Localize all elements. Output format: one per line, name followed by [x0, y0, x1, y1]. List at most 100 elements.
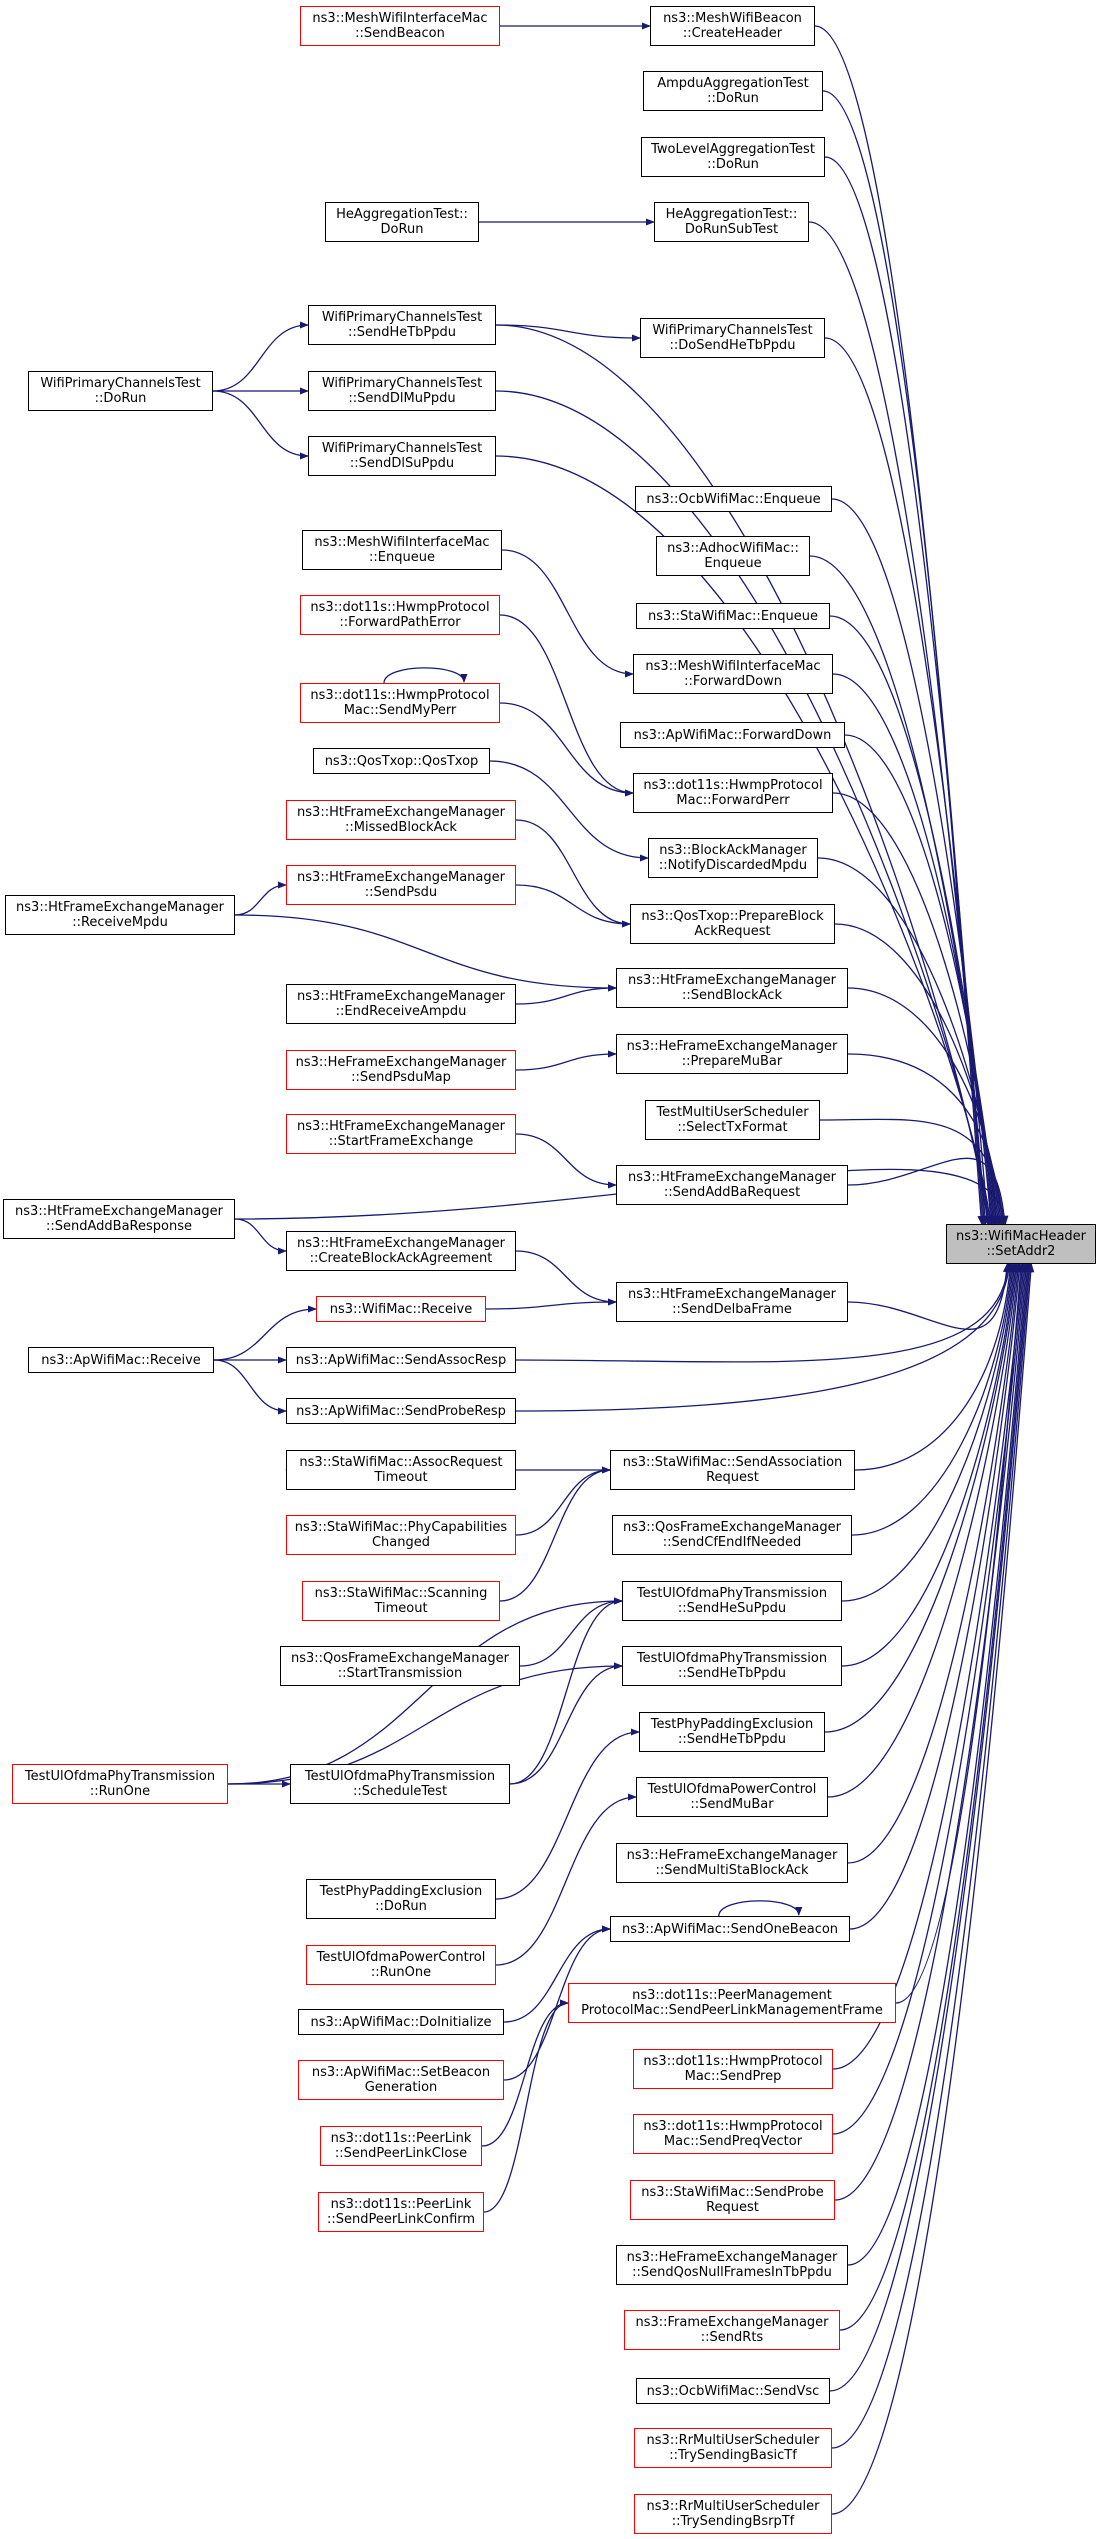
- node-rr-try-sending-bsrp-tf[interactable]: ns3::RrMultiUserScheduler::TrySendingBsr…: [634, 2494, 832, 2534]
- node-tppe-do-run[interactable]: TestPhyPaddingExclusion::DoRun: [306, 1879, 496, 1919]
- node-label: Mac::SendPrep: [684, 2069, 782, 2084]
- node-ap-send-one-beacon[interactable]: ns3::ApWifiMac::SendOneBeacon: [610, 1916, 850, 1942]
- node-label: ::RunOne: [370, 1965, 432, 1980]
- node-tuopc-send-mu-bar[interactable]: TestUlOfdmaPowerControl::SendMuBar: [636, 1777, 828, 1817]
- node-mesh-forward-down[interactable]: ns3::MeshWifiInterfaceMac::ForwardDown: [633, 654, 833, 694]
- node-ocb-enqueue[interactable]: ns3::OcbWifiMac::Enqueue: [635, 486, 832, 512]
- node-ht-start-frame-exchange[interactable]: ns3::HtFrameExchangeManager::StartFrameE…: [286, 1114, 516, 1154]
- node-tuop-send-he-su-ppdu[interactable]: TestUlOfdmaPhyTransmission::SendHeSuPpdu: [622, 1581, 842, 1621]
- node-he-agg-do-run-sub-test[interactable]: HeAggregationTest::DoRunSubTest: [654, 202, 809, 242]
- node-ocb-send-vsc[interactable]: ns3::OcbWifiMac::SendVsc: [636, 2378, 830, 2404]
- node-tuop-send-he-tb-ppdu[interactable]: TestUlOfdmaPhyTransmission::SendHeTbPpdu: [622, 1646, 842, 1686]
- node-label: ns3::WifiMacHeader: [955, 1229, 1087, 1244]
- node-ap-receive[interactable]: ns3::ApWifiMac::Receive: [28, 1347, 214, 1373]
- node-label: ns3::QosFrameExchangeManager: [622, 1520, 841, 1535]
- node-mesh-send-beacon[interactable]: ns3::MeshWifiInterfaceMac::SendBeacon: [300, 6, 500, 46]
- node-ht-receive-mpdu[interactable]: ns3::HtFrameExchangeManager::ReceiveMpdu: [5, 895, 235, 935]
- edge-hwmp-send-my-perr-to-hwmp-send-my-perr: [383, 667, 468, 684]
- node-tuop-run-one[interactable]: TestUlOfdmaPhyTransmission::RunOne: [12, 1764, 228, 1804]
- node-label: ns3::OcbWifiMac::Enqueue: [646, 491, 821, 507]
- node-ht-end-receive-ampdu[interactable]: ns3::HtFrameExchangeManager::EndReceiveA…: [286, 984, 516, 1024]
- node-ht-send-add-ba-request[interactable]: ns3::HtFrameExchangeManager::SendAddBaRe…: [616, 1165, 848, 1205]
- node-wpc-do-send-he-tb-ppdu[interactable]: WifiPrimaryChannelsTest::DoSendHeTbPpdu: [640, 318, 825, 358]
- edge-mesh-forward-down-to-root: [832, 673, 998, 1225]
- node-hwmp-forward-path-error[interactable]: ns3::dot11s::HwmpProtocol::ForwardPathEr…: [300, 595, 500, 635]
- node-he-send-psdu-map[interactable]: ns3::HeFrameExchangeManager::SendPsduMap: [286, 1050, 516, 1090]
- edge-qos-send-cf-end-if-needed-to-root: [851, 1263, 1015, 1536]
- node-label: TwoLevelAggregationTest: [651, 142, 815, 157]
- node-label: ::Enqueue: [369, 550, 435, 565]
- node-ap-forward-down[interactable]: ns3::ApWifiMac::ForwardDown: [620, 722, 845, 748]
- node-tuopc-run-one[interactable]: TestUlOfdmaPowerControl::RunOne: [306, 1945, 496, 1985]
- edge-tuop-send-he-tb-ppdu-to-root: [841, 1263, 1018, 1667]
- edge-ht-end-receive-ampdu-to-ht-send-block-ack: [515, 984, 617, 1005]
- edge-ap-set-beacon-generation-to-ap-send-one-beacon: [503, 1925, 611, 2081]
- node-ht-create-block-ack-agreement[interactable]: ns3::HtFrameExchangeManager::CreateBlock…: [286, 1231, 516, 1271]
- node-sta-enqueue[interactable]: ns3::StaWifiMac::Enqueue: [636, 603, 830, 629]
- node-he-send-qos-null-frames-in-tb-ppdu[interactable]: ns3::HeFrameExchangeManager::SendQosNull…: [616, 2245, 848, 2285]
- node-ht-missed-block-ack[interactable]: ns3::HtFrameExchangeManager::MissedBlock…: [286, 800, 516, 840]
- node-qos-txop-qos-txop[interactable]: ns3::QosTxop::QosTxop: [313, 748, 490, 774]
- node-wpc-send-dl-su-ppdu[interactable]: WifiPrimaryChannelsTest::SendDlSuPpdu: [308, 436, 496, 476]
- node-label: ::PrepareMuBar: [681, 1054, 783, 1069]
- node-label: ns3::QosTxop::QosTxop: [324, 753, 479, 769]
- node-qos-start-transmission[interactable]: ns3::QosFrameExchangeManager::StartTrans…: [280, 1646, 520, 1686]
- node-label: ::SendHeTbPpdu: [677, 1666, 787, 1681]
- node-tmus-select-tx-format[interactable]: TestMultiUserScheduler::SelectTxFormat: [645, 1100, 820, 1140]
- node-rr-try-sending-basic-tf[interactable]: ns3::RrMultiUserScheduler::TrySendingBas…: [634, 2428, 832, 2468]
- node-pl-send-peer-link-confirm[interactable]: ns3::dot11s::PeerLink::SendPeerLinkConfi…: [318, 2192, 484, 2232]
- node-ht-send-delba-frame[interactable]: ns3::HtFrameExchangeManager::SendDelbaFr…: [616, 1282, 848, 1322]
- node-label: ::SendPsduMap: [351, 1070, 451, 1085]
- node-he-agg-do-run[interactable]: HeAggregationTest::DoRun: [325, 202, 479, 242]
- node-fem-send-rts[interactable]: ns3::FrameExchangeManager::SendRts: [624, 2310, 840, 2350]
- node-label: ::SendDelbaFrame: [672, 1302, 792, 1317]
- node-ba-notify-discarded-mpdu[interactable]: ns3::BlockAckManager::NotifyDiscardedMpd…: [648, 838, 818, 878]
- node-pl-send-peer-link-close[interactable]: ns3::dot11s::PeerLink::SendPeerLinkClose: [320, 2126, 482, 2166]
- node-wpc-send-he-tb-ppdu[interactable]: WifiPrimaryChannelsTest::SendHeTbPpdu: [308, 305, 496, 345]
- node-two-level-do-run[interactable]: TwoLevelAggregationTest::DoRun: [641, 137, 825, 177]
- edge-sta-send-association-request-to-root: [854, 1263, 1014, 1471]
- node-label: ns3::HtFrameExchangeManager: [297, 1236, 505, 1251]
- edge-ocb-enqueue-to-root: [831, 498, 995, 1225]
- edge-he-send-psdu-map-to-he-prepare-mu-bar: [515, 1050, 617, 1071]
- node-ap-do-initialize[interactable]: ns3::ApWifiMac::DoInitialize: [298, 2009, 504, 2035]
- node-label: ns3::HeFrameExchangeManager: [626, 2250, 838, 2265]
- node-label: Timeout: [374, 1470, 428, 1485]
- node-ht-send-psdu[interactable]: ns3::HtFrameExchangeManager::SendPsdu: [286, 865, 516, 905]
- node-ap-send-assoc-resp[interactable]: ns3::ApWifiMac::SendAssocResp: [286, 1347, 516, 1373]
- node-label: ::ForwardPathError: [339, 615, 461, 630]
- edge-tppe-send-he-tb-ppdu-to-root: [824, 1263, 1019, 1733]
- node-ampdu-do-run[interactable]: AmpduAggregationTest::DoRun: [643, 71, 823, 111]
- node-ap-send-probe-resp[interactable]: ns3::ApWifiMac::SendProbeResp: [286, 1398, 516, 1424]
- edge-ht-send-delba-frame-to-root: [847, 1263, 1011, 1330]
- node-tppe-send-he-tb-ppdu[interactable]: TestPhyPaddingExclusion::SendHeTbPpdu: [639, 1712, 825, 1752]
- edge-two-level-do-run-to-root: [824, 156, 988, 1225]
- node-wpc-do-run[interactable]: WifiPrimaryChannelsTest::DoRun: [28, 371, 213, 411]
- node-mesh-enqueue[interactable]: ns3::MeshWifiInterfaceMac::Enqueue: [302, 530, 502, 570]
- node-mesh-create-header[interactable]: ns3::MeshWifiBeacon::CreateHeader: [650, 6, 815, 46]
- node-label: ns3::dot11s::PeerLink: [330, 2197, 472, 2212]
- node-adhoc-enqueue[interactable]: ns3::AdhocWifiMac::Enqueue: [656, 536, 810, 576]
- node-he-prepare-mu-bar[interactable]: ns3::HeFrameExchangeManager::PrepareMuBa…: [616, 1034, 848, 1074]
- node-label: ::SendBlockAck: [681, 988, 782, 1003]
- node-wifi-mac-receive[interactable]: ns3::WifiMac::Receive: [316, 1296, 486, 1322]
- node-he-send-multi-sta-block-ack[interactable]: ns3::HeFrameExchangeManager::SendMultiSt…: [616, 1843, 848, 1883]
- node-wpc-send-dl-mu-ppdu[interactable]: WifiPrimaryChannelsTest::SendDlMuPpdu: [308, 371, 496, 411]
- node-tuop-schedule-test[interactable]: TestUlOfdmaPhyTransmission::ScheduleTest: [290, 1764, 510, 1804]
- node-label: ns3::dot11s::HwmpProtocol: [643, 2054, 823, 2069]
- node-ht-send-block-ack[interactable]: ns3::HtFrameExchangeManager::SendBlockAc…: [616, 968, 848, 1008]
- node-qos-send-cf-end-if-needed[interactable]: ns3::QosFrameExchangeManager::SendCfEndI…: [612, 1515, 852, 1555]
- node-ht-send-add-ba-response[interactable]: ns3::HtFrameExchangeManager::SendAddBaRe…: [3, 1199, 235, 1239]
